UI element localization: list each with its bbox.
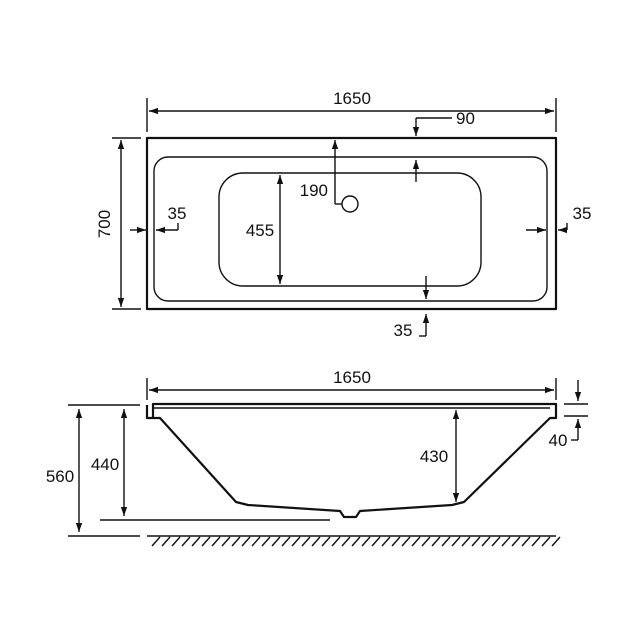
dim-rim-top: 90	[412, 109, 475, 182]
rim-left-label: 35	[168, 204, 187, 223]
dim-plan-width: 700	[95, 137, 141, 310]
hatch-stroke	[321, 536, 331, 547]
hatch-stroke	[311, 536, 321, 547]
hatch-stroke	[431, 536, 441, 547]
hatch-stroke	[341, 536, 351, 547]
dim-side-length: 1650	[146, 368, 557, 400]
hatch-stroke	[391, 536, 401, 547]
hatch-stroke	[211, 536, 221, 547]
hatch-stroke	[241, 536, 251, 547]
plan-inner-bowl	[153, 156, 548, 302]
rim-right-label: 35	[573, 204, 592, 223]
waste-offset-label: 190	[300, 181, 328, 200]
hatch-stroke	[531, 536, 541, 547]
hatch-stroke	[331, 536, 341, 547]
hatch-stroke	[251, 536, 261, 547]
dim-base-to-rim: 440	[91, 409, 128, 516]
rim-thickness-label: 40	[549, 431, 568, 450]
hatch-stroke	[491, 536, 501, 547]
base-to-rim-label: 440	[91, 455, 119, 474]
dim-rim-left: 35	[130, 204, 187, 234]
hatch-stroke	[401, 536, 411, 547]
hatch-stroke	[461, 536, 471, 547]
hatch-stroke	[361, 536, 371, 547]
basin-width-label: 455	[246, 221, 274, 240]
plan-view: 1650 700 90 190 455	[95, 89, 591, 340]
rim-top-label: 90	[456, 109, 475, 128]
plan-outer-rim	[145, 136, 558, 311]
dim-plan-length: 1650	[146, 89, 557, 132]
hatch-stroke	[261, 536, 271, 547]
hatch-stroke	[281, 536, 291, 547]
hatch-stroke	[301, 536, 311, 547]
hatch-stroke	[501, 536, 511, 547]
plan-width-label: 700	[95, 210, 114, 238]
hatch-stroke	[451, 536, 461, 547]
hatch-stroke	[171, 536, 181, 547]
plan-basin-floor	[218, 172, 482, 287]
dim-rim-right: 35	[526, 204, 592, 234]
dim-waste-offset: 190	[300, 140, 342, 205]
hatch-stroke	[511, 536, 521, 547]
hatch-stroke	[161, 536, 171, 547]
hatch-stroke	[551, 536, 561, 547]
basin-depth-label: 430	[420, 447, 448, 466]
total-height-label: 560	[46, 467, 74, 486]
floor-hatching	[147, 535, 561, 547]
waste-outlet-icon	[341, 195, 359, 213]
hatch-stroke	[271, 536, 281, 547]
hatch-stroke	[371, 536, 381, 547]
plan-length-label: 1650	[333, 89, 371, 108]
dim-rim-bottom: 35	[394, 276, 430, 340]
dim-basin-depth: 430	[420, 410, 460, 502]
rim-bottom-label: 35	[394, 321, 413, 340]
hatch-stroke	[191, 536, 201, 547]
hatch-stroke	[521, 536, 531, 547]
side-length-label: 1650	[333, 368, 371, 387]
hatch-stroke	[411, 536, 421, 547]
hatch-stroke	[471, 536, 481, 547]
hatch-stroke	[441, 536, 451, 547]
dim-basin-width: 455	[246, 175, 284, 284]
hatch-stroke	[221, 536, 231, 547]
hatch-stroke	[151, 536, 161, 547]
hatch-stroke	[421, 536, 431, 547]
hatch-stroke	[351, 536, 361, 547]
hatch-stroke	[291, 536, 301, 547]
hatch-stroke	[381, 536, 391, 547]
hatch-stroke	[481, 536, 491, 547]
hatch-stroke	[201, 536, 211, 547]
dim-total-height: 560	[46, 409, 83, 532]
hatch-stroke	[541, 536, 551, 547]
hatch-stroke	[231, 536, 241, 547]
dim-rim-thickness: 40	[549, 380, 588, 450]
side-view: 1650 560 440 430 40	[46, 368, 588, 547]
hatch-stroke	[181, 536, 191, 547]
side-tub-profile	[145, 402, 558, 519]
